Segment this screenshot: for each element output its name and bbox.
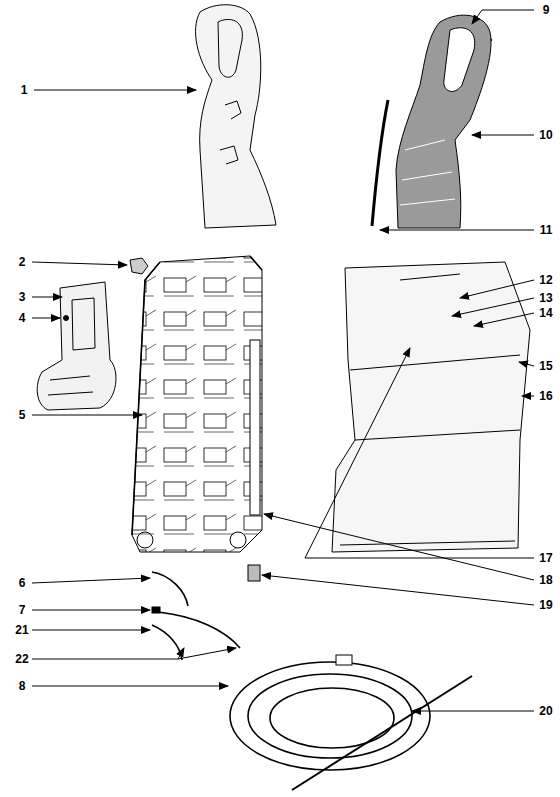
leader-line xyxy=(452,298,534,316)
callout-number: 12 xyxy=(538,273,553,287)
cord xyxy=(152,572,188,606)
leader-line xyxy=(34,90,196,91)
screw xyxy=(64,316,69,321)
leader-line xyxy=(412,711,534,712)
callout-number: 13 xyxy=(538,291,553,305)
callout-number: 20 xyxy=(538,704,553,718)
callout-number: 1 xyxy=(20,83,29,97)
callout-number: 22 xyxy=(14,652,29,666)
callout-number: 2 xyxy=(18,255,27,269)
housing-detail xyxy=(340,274,520,545)
callout-number: 5 xyxy=(18,408,27,422)
plug xyxy=(336,655,352,665)
leader-line xyxy=(460,280,534,298)
callout-number: 14 xyxy=(538,306,553,320)
leader-line xyxy=(472,135,534,136)
handle-half xyxy=(396,15,491,228)
callout-number: 8 xyxy=(18,679,27,693)
wheel-boss xyxy=(230,532,246,548)
main-body xyxy=(132,256,262,552)
wand xyxy=(292,676,472,790)
callout-number: 3 xyxy=(18,290,27,304)
leader-line xyxy=(262,575,534,605)
bushing xyxy=(248,565,260,581)
leader-line xyxy=(519,362,534,366)
callout-number: 21 xyxy=(14,623,29,637)
cord-coil xyxy=(230,662,430,770)
leader-line xyxy=(32,578,150,583)
callout-number: 9 xyxy=(542,3,551,17)
leader-line xyxy=(472,10,534,24)
leader-line xyxy=(32,630,150,631)
leader-line xyxy=(178,648,236,659)
handle-half xyxy=(196,5,276,228)
callout-number: 4 xyxy=(18,311,27,325)
leader-line xyxy=(32,610,150,611)
callout-number: 11 xyxy=(539,223,554,237)
rod xyxy=(250,340,260,515)
cord-hook xyxy=(37,282,116,410)
leader-line xyxy=(32,262,127,265)
callout-number: 18 xyxy=(538,573,553,587)
callout-number: 7 xyxy=(18,603,27,617)
leader-line xyxy=(32,686,228,687)
leader-line xyxy=(474,313,534,326)
leader-line xyxy=(32,318,60,319)
leader-line xyxy=(264,514,534,580)
callout-number: 16 xyxy=(538,389,553,403)
callout-number: 6 xyxy=(18,576,27,590)
connector xyxy=(152,607,160,613)
callout-number: 15 xyxy=(538,359,553,373)
cord xyxy=(158,612,240,648)
leader-line xyxy=(32,415,142,416)
cord-coil xyxy=(270,688,394,748)
wheel-boss xyxy=(137,532,153,548)
cord xyxy=(152,625,182,660)
callout-number: 19 xyxy=(538,598,553,612)
small-clip xyxy=(130,258,148,274)
leader-line xyxy=(32,297,62,298)
main-body-edge xyxy=(132,256,262,535)
leader-line xyxy=(32,648,184,659)
leader-line xyxy=(522,396,534,397)
handle-grip xyxy=(444,28,475,92)
handle-hook xyxy=(220,101,241,164)
leader-line xyxy=(380,230,534,231)
handle-rib xyxy=(400,140,455,205)
leader-line xyxy=(305,348,534,558)
cord-coil xyxy=(248,674,412,758)
wire xyxy=(372,100,388,226)
hook-detail xyxy=(48,298,95,395)
callout-number: 17 xyxy=(538,551,553,565)
callout-number: 10 xyxy=(538,128,553,142)
